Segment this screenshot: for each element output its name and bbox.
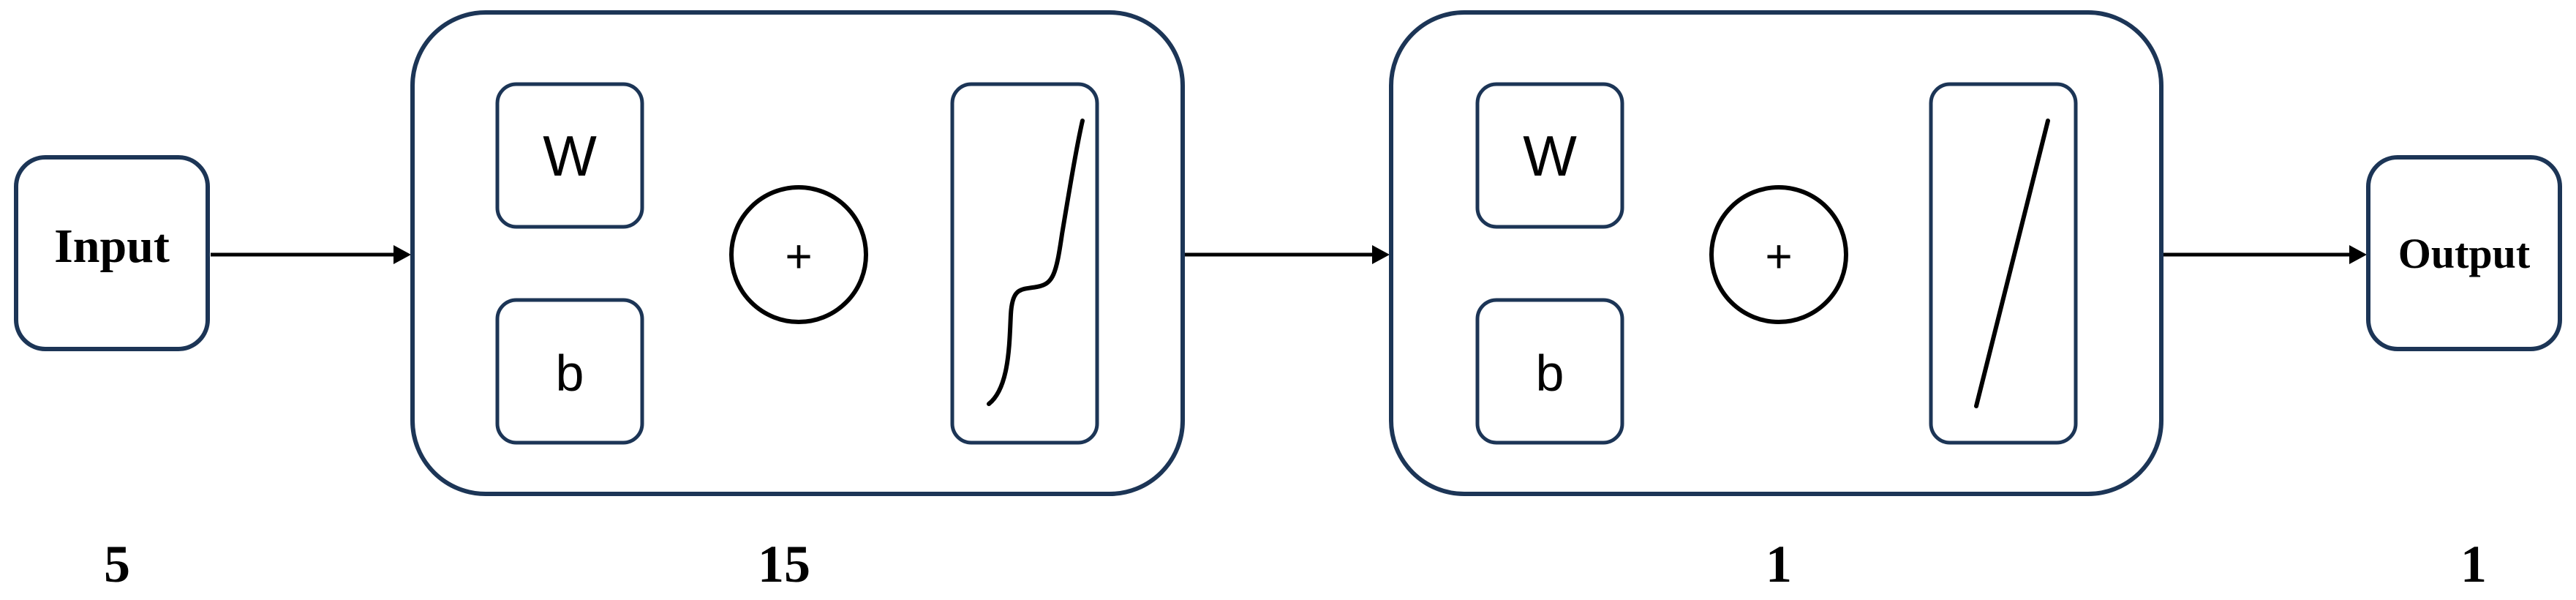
output-weight-label: W (1523, 124, 1577, 188)
input-size-label: 5 (104, 535, 130, 593)
hidden-activation-curve (987, 119, 1085, 406)
arrow-input-to-hidden (211, 245, 411, 264)
hidden-sum-symbol: + (785, 230, 812, 282)
output-sum-symbol: + (1765, 230, 1792, 282)
hidden-sum-node (729, 185, 868, 324)
output-box (2366, 155, 2562, 351)
output-bias-label: b (1536, 345, 1564, 402)
hidden-bias-label: b (556, 345, 584, 402)
hidden-activation-box (950, 82, 1099, 445)
hidden-layer: W b + (410, 10, 1185, 496)
output-bias-box (1475, 298, 1624, 445)
output-activation-line (1974, 119, 2050, 408)
output-activation-box (1929, 82, 2078, 445)
hidden-weight-label: W (543, 124, 597, 188)
output-layer-size-label: 1 (1766, 535, 1792, 593)
output-node: Output (2366, 155, 2562, 351)
hidden-weight-box (495, 82, 644, 229)
output-size-label: 1 (2460, 535, 2487, 593)
input-box (14, 155, 210, 351)
output-weight-box (1475, 82, 1624, 229)
arrow-hidden-to-output-layer (1185, 245, 1390, 264)
hidden-bias-box (495, 298, 644, 445)
input-label: Input (54, 220, 170, 273)
hidden-size-label: 15 (758, 535, 810, 593)
arrow-output-layer-to-output (2163, 245, 2367, 264)
output-label: Output (2398, 230, 2531, 277)
output-layer: W b + (1389, 10, 2163, 496)
output-sum-node (1709, 185, 1848, 324)
input-node: Input (14, 155, 210, 351)
